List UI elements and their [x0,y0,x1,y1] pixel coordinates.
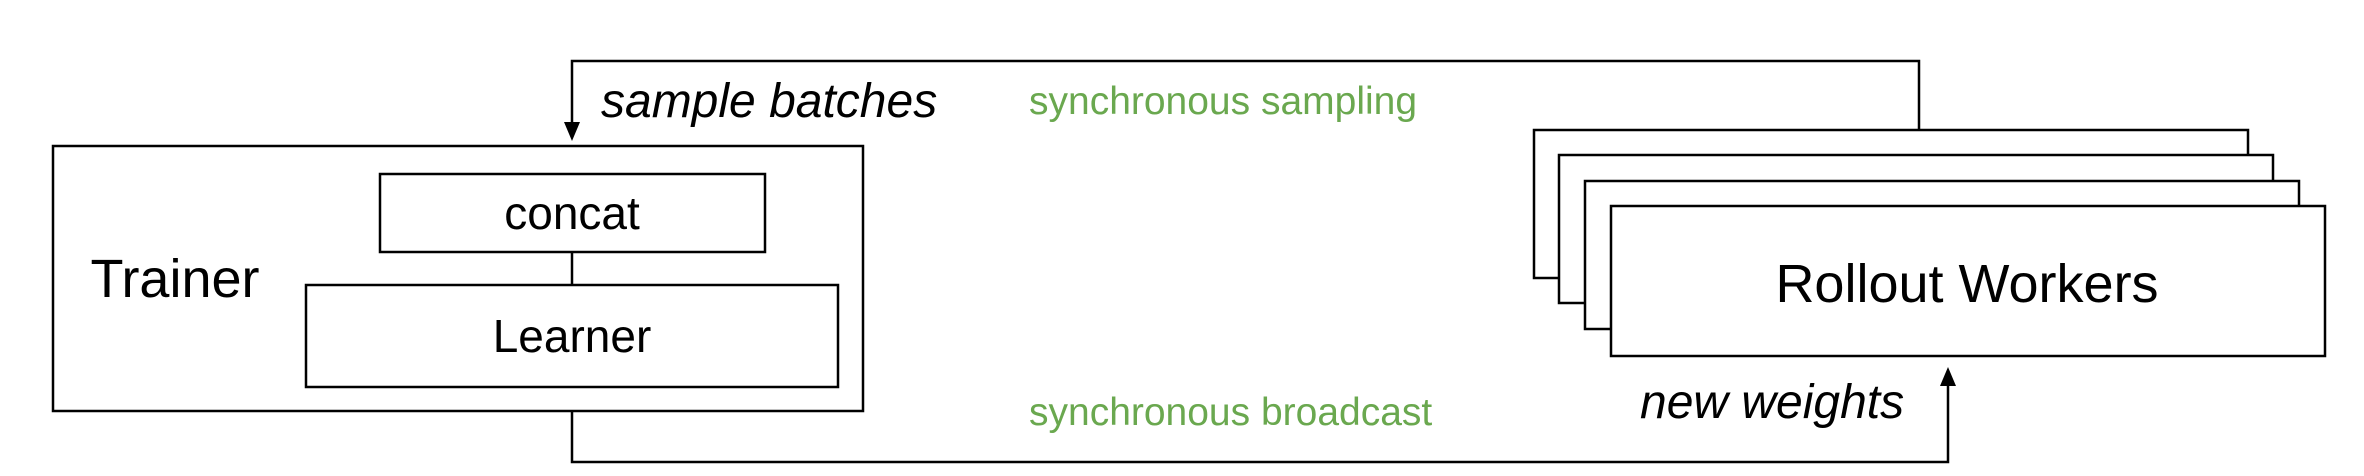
concat-box: concat [378,172,767,254]
sampling-arrowhead [564,122,580,141]
rollout-workers-stack: Rollout Workers [1532,128,2327,358]
broadcast-arrowhead [1940,367,1956,386]
sampling-edge [570,59,1921,130]
new-weights-label: new weights [1640,376,1904,429]
worker-card-1 [1609,204,2327,358]
broadcast-edge [570,384,1950,464]
learner-label: Learner [493,310,652,362]
trainer-label: Trainer [90,249,259,309]
synchronous-broadcast-label: synchronous broadcast [1029,391,1432,434]
concat-label: concat [504,187,640,239]
synchronous-sampling-label: synchronous sampling [1029,80,1417,123]
sample-batches-label: sample batches [601,75,937,128]
learner-box: Learner [304,283,840,389]
rollout-workers-label: Rollout Workers [1775,254,2158,314]
